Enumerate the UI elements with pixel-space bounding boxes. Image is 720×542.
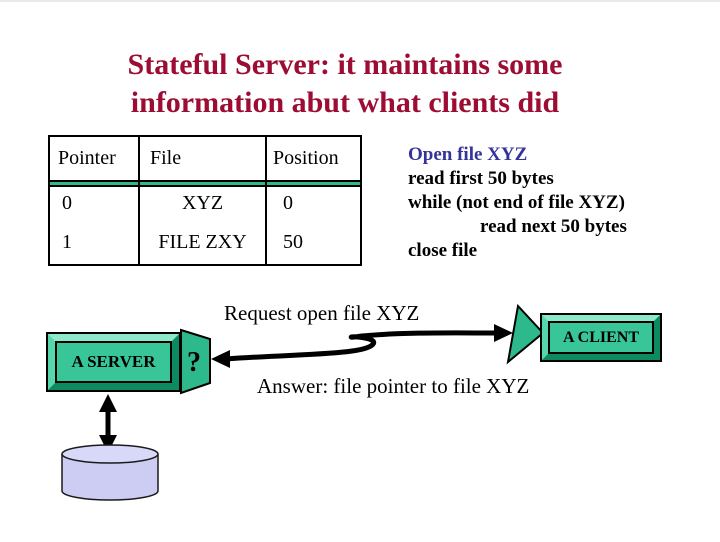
answer-label: Answer: file pointer to file XYZ [257,374,530,398]
cell-position-0: 0 [283,192,293,214]
code-line: read next 50 bytes [480,216,627,237]
header-file: File [140,137,267,180]
code-line: read first 50 bytes [408,168,554,189]
code-line: while (not end of file XYZ) [408,192,625,213]
client-pseudocode: Open file XYZ read first 50 bytes while … [408,143,708,263]
cell-file-1: FILE ZXY [140,220,267,264]
client-label: A CLIENT [548,321,654,354]
disk-cylinder [61,454,159,501]
disk-cylinder-top [61,444,159,464]
server-label: A SERVER [55,341,172,383]
code-line: Open file XYZ [408,144,528,165]
table-row: 1 FILE ZXY 50 [50,220,360,264]
arrowhead-left-icon [211,350,230,368]
arrowhead-right-icon [494,324,513,342]
table-row: 0 XYZ 0 [50,187,360,220]
request-reply-arrow [223,330,501,362]
cell-file-0: XYZ [140,187,267,220]
title-line-1: Stateful Server: it maintains some [127,48,563,81]
cell-position-1: 50 [283,230,303,253]
header-pointer: Pointer [50,137,140,180]
title-line-2: information abut what clients did [130,86,560,119]
slide-title: Stateful Server: it maintains some infor… [30,46,660,122]
cell-pointer-1: 1 [50,220,140,264]
cell-pointer-0: 0 [50,187,140,220]
question-mark: ? [187,347,201,378]
server-box: A SERVER [46,332,181,392]
request-label: Request open file XYZ [224,301,420,325]
disk-arrowhead-down-icon [99,435,117,453]
table-separator-band [50,180,360,187]
client-pennant [506,303,545,365]
file-pointer-table: Pointer File Position 0 XYZ 0 1 FILE ZXY… [48,135,362,266]
header-position: Position [273,147,339,169]
disk-arrowhead-up-icon [99,394,117,412]
client-box: A CLIENT [540,313,662,362]
table-header-row: Pointer File Position [50,137,360,180]
code-line: close file [408,240,478,261]
